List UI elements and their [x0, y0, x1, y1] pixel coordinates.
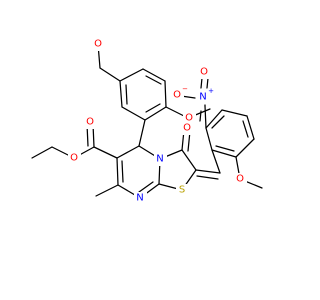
nitrogen-atom: N: [156, 154, 163, 165]
oxygen-atom: O: [86, 117, 94, 128]
bond: [181, 149, 197, 171]
bond: [211, 149, 221, 174]
molecule-diagram: O O O O O N + O − O N N S O: [31, 38, 263, 205]
bond: [138, 119, 146, 147]
bond: [246, 115, 255, 140]
bond: [116, 145, 140, 159]
positive-charge: +: [208, 87, 214, 95]
bond: [211, 149, 237, 158]
bond: [145, 103, 161, 113]
nitrogen-atom: N: [199, 92, 206, 103]
bond: [215, 145, 235, 152]
bond: [235, 138, 255, 158]
bond: [199, 110, 202, 122]
nitrogen-atom: N: [136, 193, 143, 204]
bond: [121, 160, 124, 183]
bond: [144, 106, 167, 121]
bond: [119, 80, 123, 108]
bond: [195, 169, 221, 174]
bond: [125, 84, 128, 105]
bond: [205, 127, 213, 151]
bond: [116, 157, 119, 186]
oxygen-atom: O: [94, 39, 102, 50]
oxygen-atom: O: [185, 113, 193, 124]
bond: [138, 181, 154, 193]
bond: [145, 75, 162, 85]
bond: [204, 105, 207, 129]
bond: [221, 109, 248, 117]
bond: [31, 146, 53, 159]
nitro-bonds: [180, 77, 209, 122]
structure-svg: O O O O O N + O − O N N S O: [31, 38, 263, 205]
bond: [196, 175, 219, 180]
bond: [93, 146, 118, 159]
oxygen-atom: O: [236, 174, 244, 185]
bond: [142, 68, 166, 82]
bond: [95, 184, 119, 197]
sulfur-atom: S: [179, 185, 185, 196]
oxygen-atom: O: [70, 153, 78, 164]
negative-charge: −: [182, 85, 188, 93]
bond: [211, 115, 225, 129]
bond: [99, 67, 121, 82]
bond: [206, 77, 209, 89]
oxygen-atom: O: [200, 67, 208, 78]
bonds: [31, 43, 263, 199]
bond: [164, 80, 167, 108]
bond: [119, 68, 144, 82]
atoms: O O O O O N + O − O N N S O: [68, 38, 247, 205]
bond: [121, 106, 146, 121]
oxygen-atom: O: [183, 123, 191, 134]
bond: [242, 120, 249, 138]
bond: [200, 77, 203, 89]
bond: [205, 109, 223, 129]
oxygen-atom: O: [173, 90, 181, 101]
